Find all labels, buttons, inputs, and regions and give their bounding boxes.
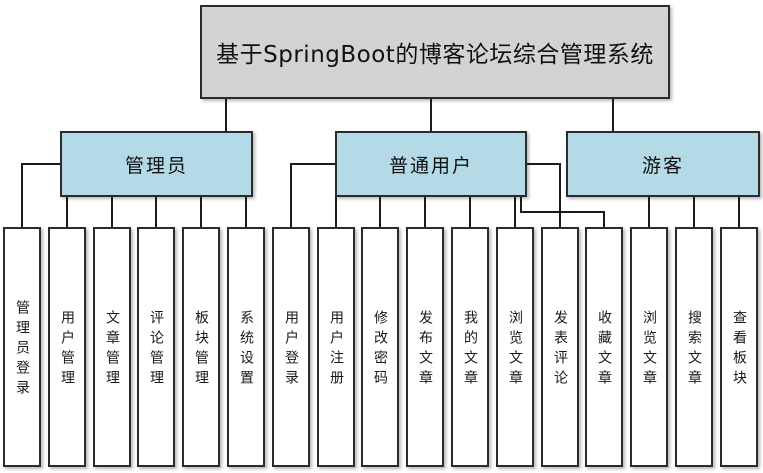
connector-user-register: [335, 197, 337, 227]
feature-box-user-mgmt: 用户管理: [48, 227, 86, 467]
connector-view-boards: [738, 197, 740, 227]
feature-label: 用户登录: [283, 310, 299, 390]
connector-root-user: [430, 99, 432, 131]
feature-label: 用户管理: [59, 310, 75, 390]
group-box-user: 普通用户: [335, 131, 527, 197]
feature-box-user-login: 用户登录: [272, 227, 310, 467]
connector-browse-articles: [514, 197, 516, 227]
connector-user-login-h: [291, 163, 335, 165]
feature-label: 评论管理: [148, 310, 164, 390]
feature-label: 发布文章: [417, 310, 433, 390]
connector-my-articles: [469, 197, 471, 227]
connector-article-mgmt: [111, 197, 113, 227]
feature-label: 用户注册: [328, 310, 344, 390]
feature-label: 文章管理: [104, 310, 120, 390]
group-box-guest: 游客: [566, 131, 760, 197]
feature-label: 浏览文章: [507, 310, 523, 390]
connector-root-admin: [225, 99, 227, 131]
feature-box-comment-mgmt: 评论管理: [137, 227, 175, 467]
feature-box-change-password: 修改密码: [361, 227, 399, 467]
feature-box-browse-articles: 浏览文章: [496, 227, 534, 467]
connector-root-guest: [612, 99, 614, 131]
feature-box-favorite-article: 收藏文章: [585, 227, 623, 467]
feature-label: 搜索文章: [686, 310, 702, 390]
feature-box-publish-article: 发布文章: [406, 227, 444, 467]
connector-guest-browse: [648, 197, 650, 227]
connector-publish-article: [424, 197, 426, 227]
feature-box-view-boards: 查看板块: [720, 227, 758, 467]
feature-label: 查看板块: [731, 310, 747, 390]
connector-search-articles: [693, 197, 695, 227]
connector-board-mgmt: [200, 197, 202, 227]
connector-favorite-v1: [520, 197, 522, 213]
connector-comment-mgmt: [155, 197, 157, 227]
feature-label: 浏览文章: [641, 310, 657, 390]
feature-label: 我的文章: [462, 310, 478, 390]
feature-box-post-comment: 发表评论: [541, 227, 579, 467]
feature-box-search-articles: 搜索文章: [675, 227, 713, 467]
feature-label: 收藏文章: [596, 310, 612, 390]
connector-favorite-h: [520, 211, 605, 213]
connector-user-login-v: [290, 163, 292, 227]
connector-admin-login-h: [22, 163, 60, 165]
connector-user-mgmt: [66, 197, 68, 227]
connector-admin-login-v: [21, 163, 23, 227]
connector-change-password: [379, 197, 381, 227]
connector-system-settings: [245, 197, 247, 227]
feature-box-admin-login: 管理员登录: [3, 227, 41, 467]
root-title-box: 基于SpringBoot的博客论坛综合管理系统: [200, 5, 670, 99]
feature-box-user-register: 用户注册: [317, 227, 355, 467]
feature-label: 板块管理: [193, 310, 209, 390]
feature-label: 系统设置: [238, 310, 254, 390]
feature-label: 发表评论: [552, 310, 568, 390]
feature-box-board-mgmt: 板块管理: [182, 227, 220, 467]
group-box-admin: 管理员: [60, 131, 253, 197]
feature-box-system-settings: 系统设置: [227, 227, 265, 467]
connector-post-comment-h: [527, 163, 561, 165]
feature-box-guest-browse: 浏览文章: [630, 227, 668, 467]
connector-post-comment-v: [559, 163, 561, 227]
feature-label: 管理员登录: [14, 300, 30, 400]
feature-label: 修改密码: [372, 310, 388, 390]
connector-favorite-v2: [603, 211, 605, 227]
feature-box-my-articles: 我的文章: [451, 227, 489, 467]
feature-box-article-mgmt: 文章管理: [93, 227, 131, 467]
